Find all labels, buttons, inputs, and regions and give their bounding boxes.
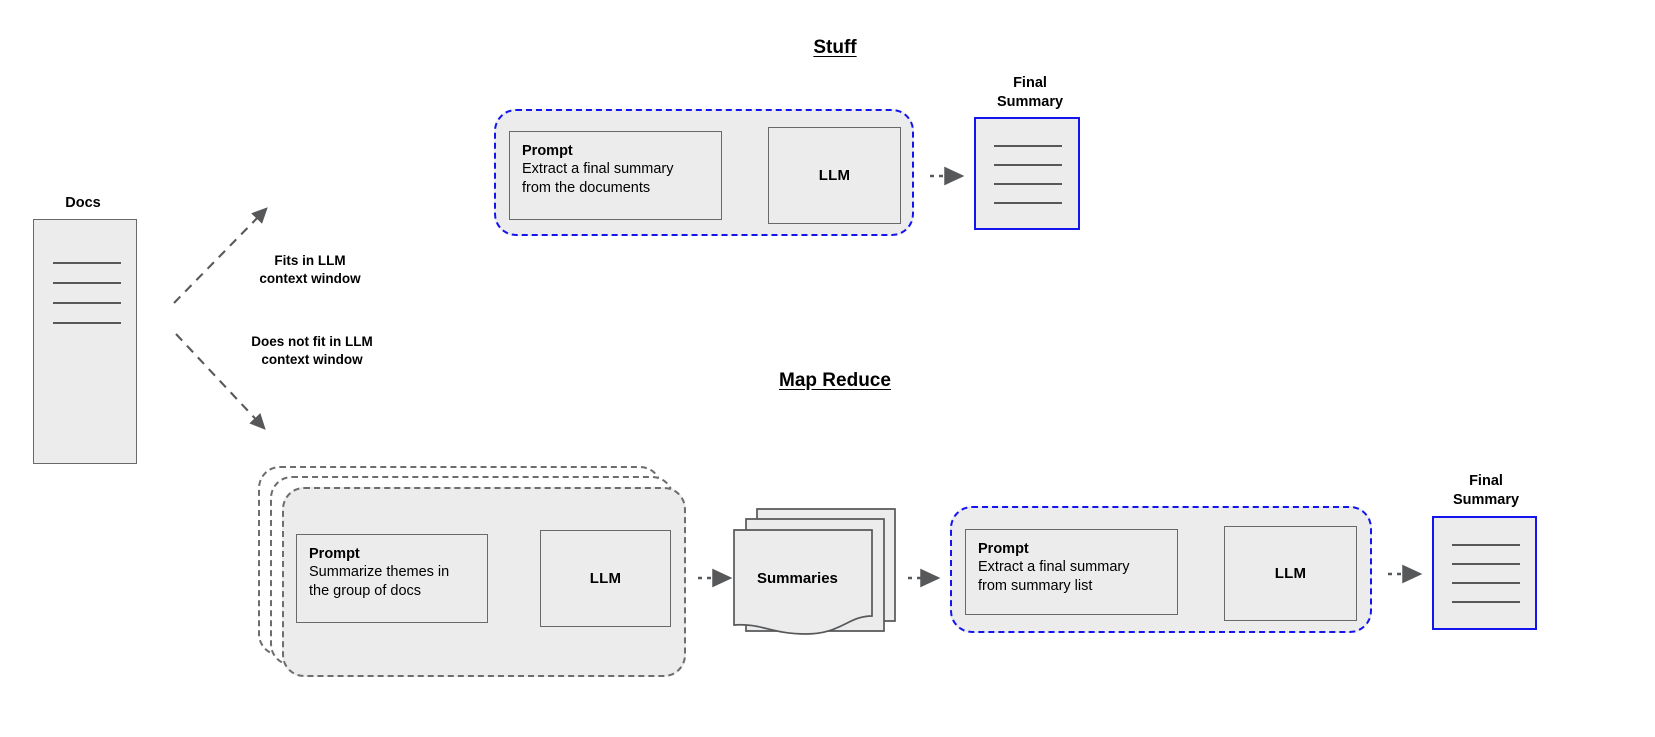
reduce-prompt-box: Prompt Extract a final summary from summ… [965,529,1178,615]
stuff-final-summary-box [974,117,1080,230]
map-reduce-title: Map Reduce [779,370,891,391]
stuff-llm-label: LLM [818,167,851,184]
stuff-final-summary-caption: Final Summary [996,75,1064,110]
map-prompt-text: Summarize themes in the group of docs [309,564,450,599]
reduce-llm-label: LLM [1274,565,1307,582]
map-prompt-box: Prompt Summarize themes in the group of … [296,534,488,623]
final-summary-line [994,202,1062,204]
final-summary-line [1452,544,1520,546]
reduce-prompt-text: Extract a final summary from summary lis… [978,559,1130,594]
docs-label: Docs [65,195,101,211]
docs-line [53,262,121,264]
map-prompt-title: Prompt [309,546,360,562]
docs-line [53,282,121,284]
docs-box [33,219,137,464]
stuff-title: Stuff [813,37,857,58]
map-llm-box: LLM [540,530,671,627]
map-final-summary-caption: Final Summary [1452,473,1520,508]
docs-line [53,302,121,304]
reduce-llm-box: LLM [1224,526,1357,621]
edge-label-not-fits: Does not fit in LLM context window [251,334,373,367]
edge-label-fits: Fits in LLM context window [259,253,361,286]
stuff-llm-box: LLM [768,127,901,224]
stuff-prompt-box: Prompt Extract a final summary from the … [509,131,722,220]
stuff-prompt-title: Prompt [522,143,573,159]
final-summary-line [994,145,1062,147]
summaries-label: Summaries [757,570,838,587]
map-llm-label: LLM [589,570,622,587]
reduce-prompt-title: Prompt [978,541,1029,557]
docs-line [53,322,121,324]
final-summary-line [1452,563,1520,565]
final-summary-line [1452,601,1520,603]
final-summary-line [1452,582,1520,584]
map-final-summary-box [1432,516,1537,630]
stuff-prompt-text: Extract a final summary from the documen… [522,161,674,196]
final-summary-line [994,183,1062,185]
final-summary-line [994,164,1062,166]
